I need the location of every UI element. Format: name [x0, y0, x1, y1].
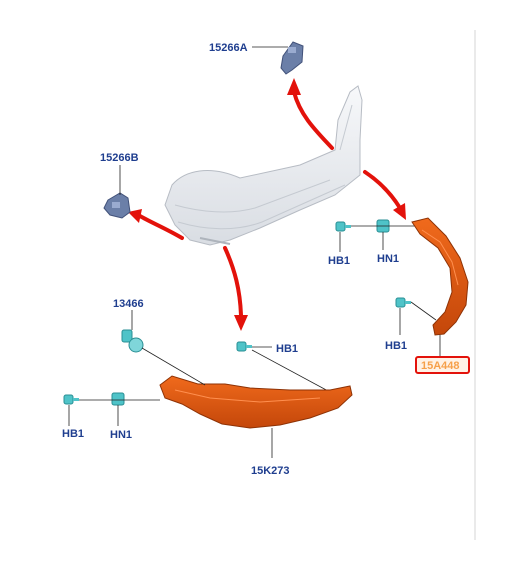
callout-lower-bracket[interactable]: 15K273: [251, 465, 290, 477]
center-fastener-hb1: [236, 341, 252, 352]
left-fastener-hb1: [63, 394, 79, 405]
callout-hb1-left[interactable]: HB1: [62, 428, 84, 440]
orange-side-bracket-part: [411, 217, 469, 336]
highlighted-part-box[interactable]: 15A448: [415, 356, 470, 374]
bumper-cover: [164, 85, 363, 246]
direction-arrows: [128, 78, 406, 331]
callout-left-bracket[interactable]: 15266B: [100, 152, 139, 164]
callout-hn1-right-top[interactable]: HN1: [377, 253, 399, 265]
upper-bracket-part: [280, 41, 304, 75]
callout-upper-bracket[interactable]: 15266A: [209, 42, 248, 54]
sensor-to-lower-part: [141, 347, 206, 386]
right-fastener-hb1-bottom: [395, 297, 411, 308]
left-fastener-hn1: [111, 392, 125, 406]
callout-hb1-center[interactable]: HB1: [276, 343, 298, 355]
left-bracket-part: [103, 192, 131, 219]
callout-highlighted-part[interactable]: 15A448: [421, 360, 460, 372]
callout-sensor[interactable]: 13466: [113, 298, 144, 310]
sensor-part: [121, 329, 144, 353]
fastener-connector-bottom: [410, 301, 437, 321]
hb1-center-to-part: [251, 349, 331, 393]
right-fastener-hb1-top: [335, 221, 351, 232]
callout-hb1-right-top[interactable]: HB1: [328, 255, 350, 267]
callout-hb1-right-bottom[interactable]: HB1: [385, 340, 407, 352]
callout-hn1-left[interactable]: HN1: [110, 429, 132, 441]
lower-bracket-part: [159, 375, 353, 429]
